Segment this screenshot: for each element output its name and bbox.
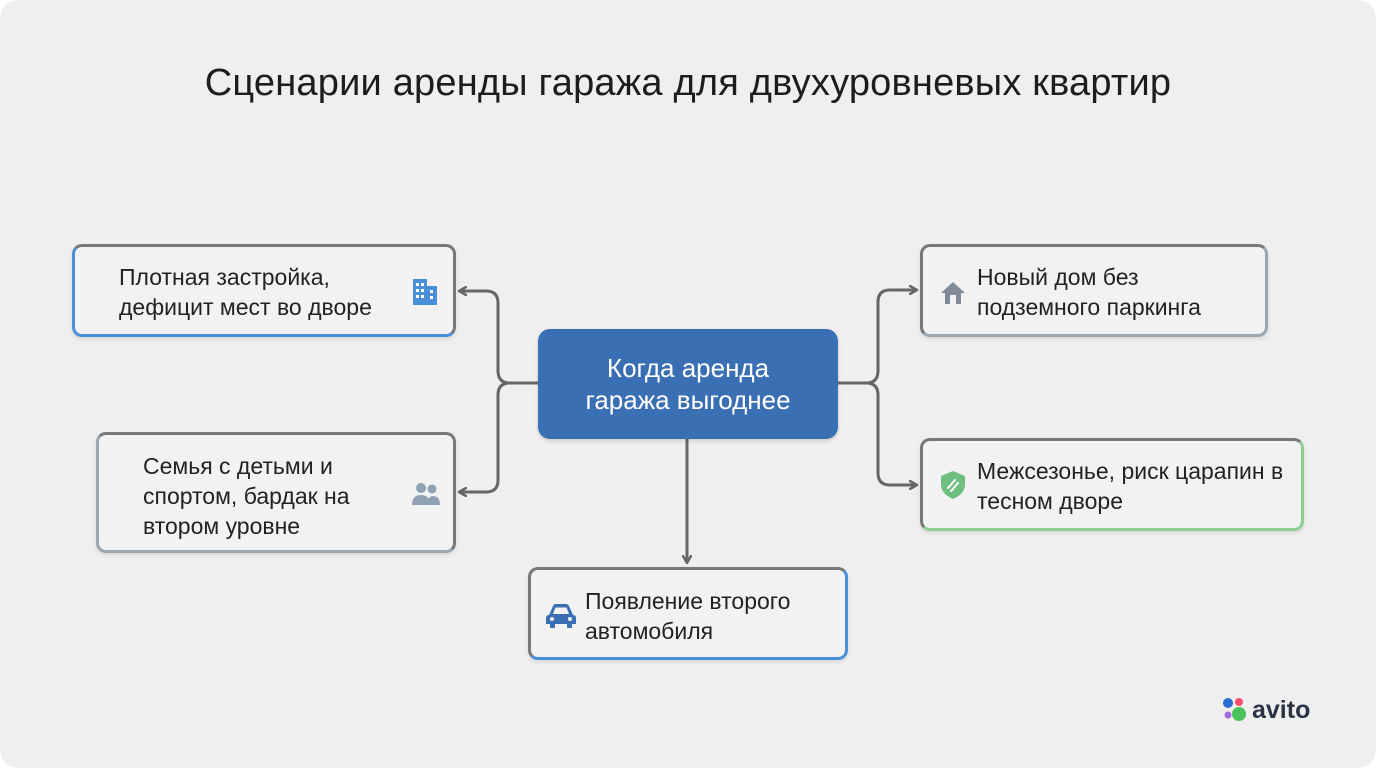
central-node: Когда аренда гаража выгоднее — [538, 329, 838, 439]
house-icon — [941, 282, 965, 304]
node-new-house: Новый дом без подземного паркинга — [920, 244, 1268, 337]
node-offseason: Межсезонье, риск царапин в тесном дворе — [920, 438, 1304, 531]
node-second-car-label: Появление второго автомобиля — [585, 588, 791, 644]
avito-logo-text: avito — [1252, 695, 1311, 724]
avito-logo: avito — [1222, 694, 1310, 726]
connector-offseason — [836, 381, 916, 485]
node-offseason-label: Межсезонье, риск царапин в тесном дворе — [977, 458, 1284, 514]
node-family: Семья с детьми и спортом, бардак на втор… — [96, 432, 456, 553]
connector-dense-building — [460, 291, 540, 385]
node-second-car: Появление второго автомобиля — [528, 567, 848, 660]
node-new-house-label: Новый дом без подземного паркинга — [977, 264, 1201, 320]
node-family-label: Семья с детьми и спортом, бардак на втор… — [143, 453, 350, 539]
node-dense-building: Плотная застройка, дефицит мест во дворе — [72, 244, 456, 337]
people-icon — [412, 483, 440, 505]
building-icon — [413, 279, 437, 305]
connector-new-house — [836, 290, 916, 385]
node-dense-building-label: Плотная застройка, дефицит мест во дворе — [119, 264, 372, 320]
connector-family — [460, 381, 540, 492]
avito-logo-mark — [1223, 698, 1246, 721]
central-node-label: Когда аренда гаража выгоднее — [585, 353, 791, 415]
diagram-title: Сценарии аренды гаража для двухуровневых… — [204, 62, 1172, 104]
car-icon — [546, 604, 576, 628]
shield-icon — [941, 471, 965, 499]
